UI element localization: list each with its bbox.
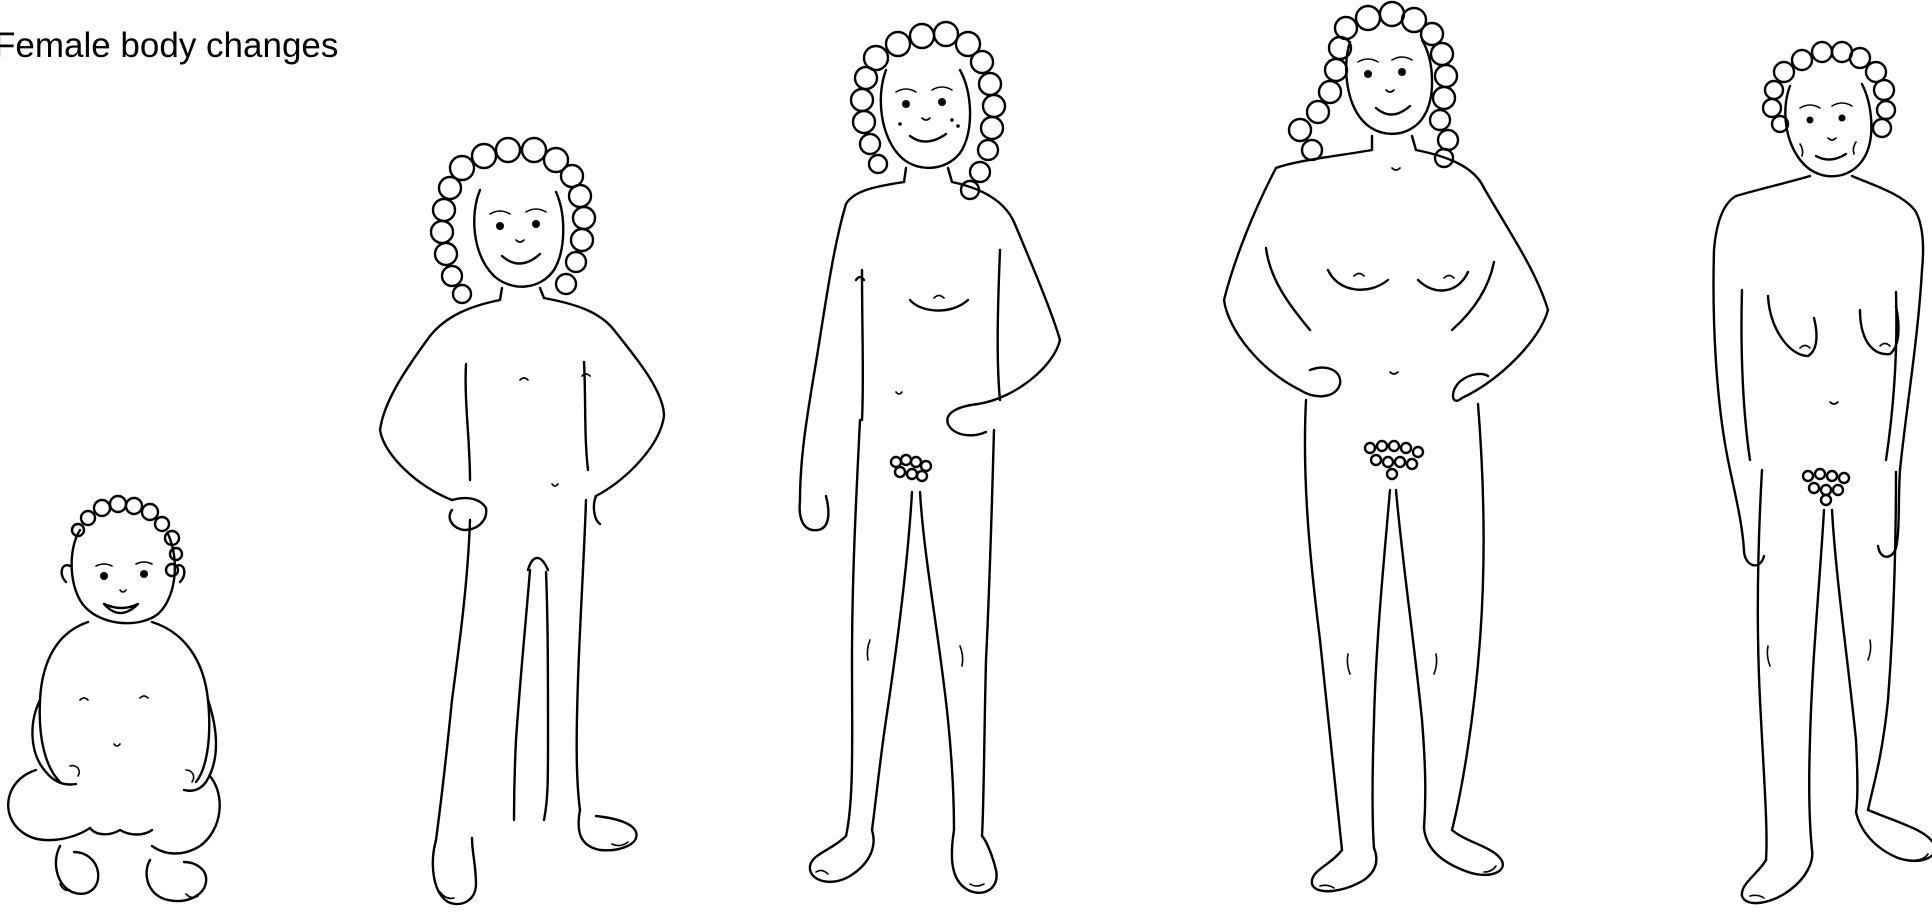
girl-child-figure (380, 138, 664, 904)
adult-woman-figure (1224, 2, 1548, 891)
baby-figure (8, 496, 220, 901)
older-woman-figure (1714, 42, 1932, 903)
adolescent-girl-figure (800, 22, 1060, 893)
